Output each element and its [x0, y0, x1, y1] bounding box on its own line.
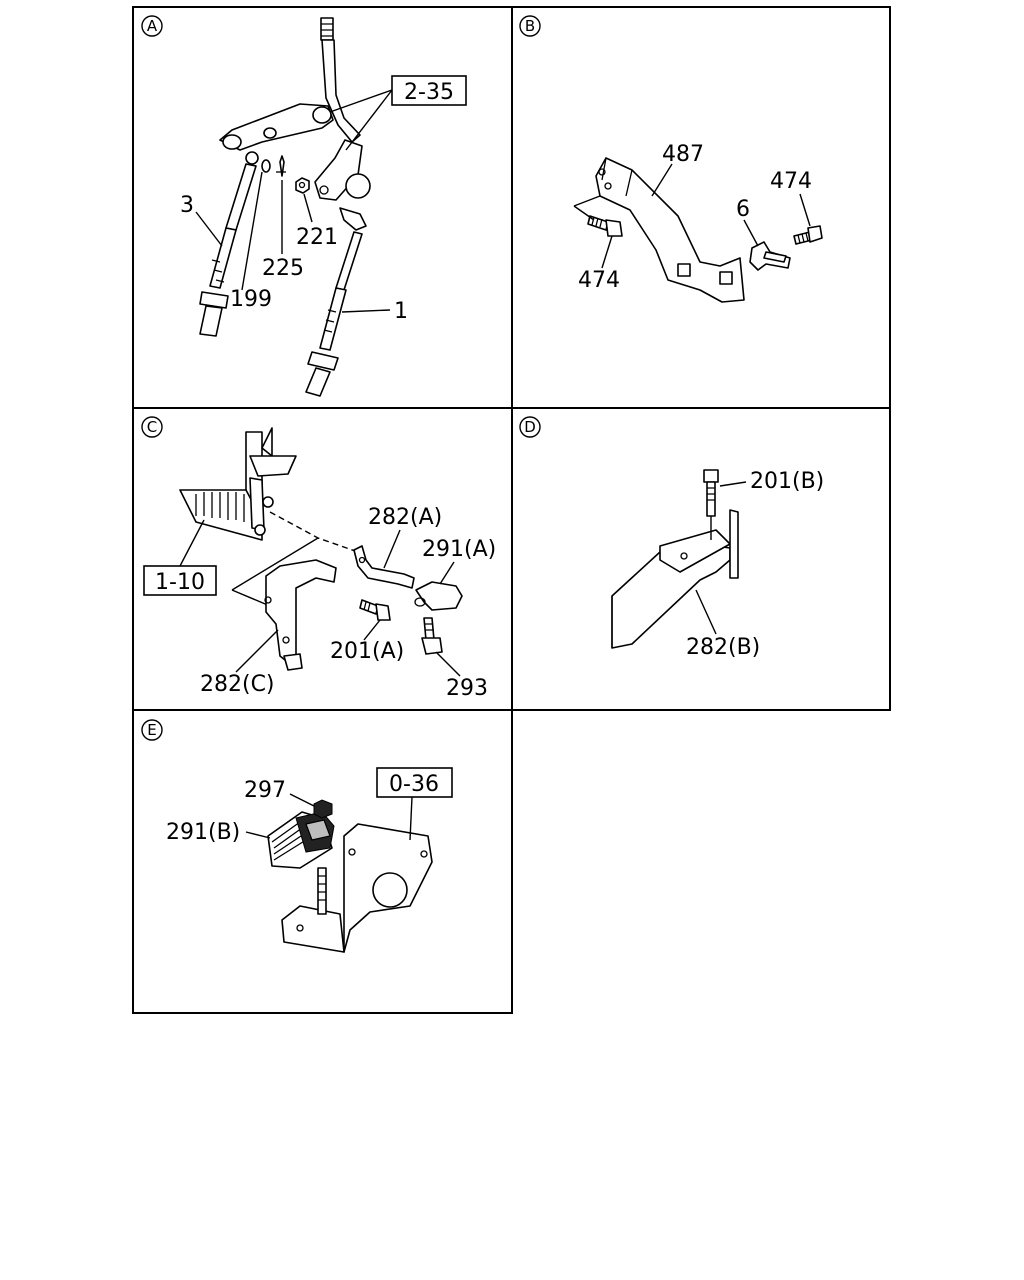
panel-c-marker-letter: C — [147, 418, 157, 436]
leader-0-36 — [409, 796, 413, 841]
ref-label-0-36: 0-36 — [389, 772, 439, 797]
leader-487 — [651, 163, 673, 197]
leader-291b — [245, 831, 271, 839]
small-parts-a — [261, 155, 310, 194]
label-199: 199 — [230, 287, 272, 312]
label-291b: 291(B) — [166, 820, 240, 845]
guide-c-left — [231, 537, 319, 607]
leader-282a — [383, 529, 401, 569]
leader-474-left-guides — [573, 195, 601, 221]
panel-d-marker-letter: D — [524, 418, 536, 436]
label-474-right: 474 — [770, 169, 812, 194]
bracket-487-drawing — [595, 157, 745, 303]
leader-291a — [439, 561, 455, 585]
bolt-201b-drawing — [703, 469, 719, 540]
bolt-201a-drawing — [359, 599, 391, 621]
panel-b-marker: B — [519, 15, 541, 37]
panel-c-marker: C — [141, 416, 163, 438]
leader-474-left — [601, 235, 613, 269]
cable-3-drawing — [199, 151, 259, 337]
leader-293 — [435, 651, 461, 677]
panel-e: E 0-36 297 291(B) — [141, 719, 453, 953]
panel-frames — [132, 6, 891, 1014]
panel-b: B 487 474 — [519, 15, 823, 303]
clip-6-drawing — [749, 241, 791, 271]
label-474-left: 474 — [578, 268, 620, 293]
leader-6 — [743, 219, 759, 247]
bracket-282b-drawing — [611, 509, 739, 649]
panel-d-frame — [511, 407, 891, 711]
radiator-frame-drawing — [179, 427, 297, 541]
dashed-guide-c — [269, 511, 359, 553]
cable-1-drawing — [305, 207, 367, 397]
label-221: 221 — [296, 225, 338, 250]
bracket-282a-drawing — [353, 545, 415, 589]
leader-201a — [363, 619, 381, 641]
ref-label-1-10: 1-10 — [155, 570, 205, 595]
leader-221 — [303, 193, 313, 223]
leader-201b — [719, 481, 747, 487]
leader-199 — [241, 171, 263, 291]
shift-lever-drawing — [219, 17, 371, 201]
stud-drawing — [317, 867, 327, 915]
clip-291a-drawing — [414, 581, 463, 611]
clip-291b-drawing — [267, 811, 335, 869]
label-282a: 282(A) — [368, 505, 442, 530]
leader-474-right — [799, 193, 811, 227]
bracket-0-36-drawing — [281, 823, 433, 953]
panel-d-marker: D — [519, 416, 541, 438]
panel-a: A — [141, 15, 467, 397]
label-201a: 201(A) — [330, 639, 404, 664]
bracket-282c-drawing — [264, 559, 337, 671]
label-282b: 282(B) — [686, 635, 760, 660]
leader-1 — [341, 309, 391, 313]
panel-a-marker: A — [141, 15, 163, 37]
leader-1-10 — [179, 519, 205, 567]
ref-box-0-36: 0-36 — [376, 767, 453, 798]
ref-box-2-35: 2-35 — [391, 75, 467, 106]
label-297: 297 — [244, 778, 286, 803]
leader-3 — [195, 211, 223, 247]
panel-b-frame — [511, 6, 891, 409]
label-487: 487 — [662, 142, 704, 167]
label-201b: 201(B) — [750, 469, 824, 494]
label-6: 6 — [736, 197, 750, 222]
label-1: 1 — [394, 299, 408, 324]
label-282c: 282(C) — [200, 672, 275, 697]
leader-282b — [695, 589, 717, 635]
bolt-474-right-drawing — [793, 225, 823, 245]
leader-2-35 — [329, 89, 393, 151]
ref-label-2-35: 2-35 — [404, 80, 454, 105]
label-225: 225 — [262, 256, 304, 281]
panel-c: C — [141, 416, 496, 701]
bolt-293-drawing — [421, 617, 443, 655]
label-293: 293 — [446, 676, 488, 701]
leader-282c — [235, 629, 279, 673]
panel-a-marker-letter: A — [147, 17, 158, 35]
panel-e-marker-letter: E — [147, 721, 156, 739]
panel-e-marker: E — [141, 719, 163, 741]
leader-297 — [289, 793, 315, 807]
label-291a: 291(A) — [422, 537, 496, 562]
nut-297-drawing — [313, 799, 333, 819]
label-3: 3 — [180, 193, 194, 218]
panel-b-marker-letter: B — [525, 17, 535, 35]
panel-e-frame — [132, 709, 513, 1014]
panel-d: D 201(B) 282(B) — [519, 416, 824, 660]
ref-box-1-10: 1-10 — [143, 565, 217, 596]
